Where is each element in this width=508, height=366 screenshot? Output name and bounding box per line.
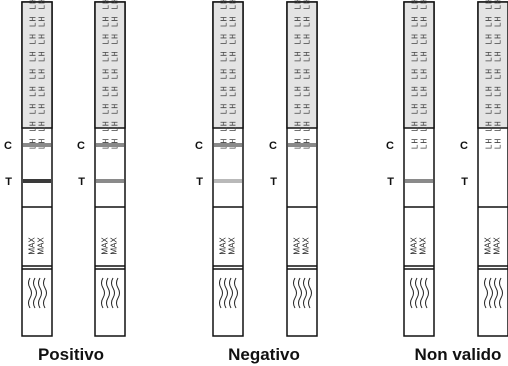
strip-header-text: LH LH LH LH LH LH LH LH LH LHLH LH LH LH…	[28, 0, 46, 149]
test-line	[405, 179, 433, 183]
test-strip: LH LH LH LH LH LH LH LH LH LHLH LH LH LH…	[269, 0, 318, 337]
test-strip: LH LH LH LH LH LH LH LH LH LHLH LH LH LH…	[460, 0, 508, 337]
control-line-label: C	[4, 140, 12, 152]
strip-header-text: LH LH LH LH LH LH LH LH LH LHLH LH LH LH…	[219, 0, 237, 149]
strip-header	[21, 1, 53, 129]
control-line	[288, 143, 316, 147]
strip-header	[286, 1, 318, 129]
test-line	[214, 179, 242, 183]
strip-max-text: MAXMAX	[410, 237, 428, 255]
test-line-label: T	[461, 176, 468, 188]
strip-header	[403, 1, 435, 129]
strip-header	[477, 1, 508, 129]
test-line-label: T	[270, 176, 277, 188]
test-line-label: T	[5, 176, 12, 188]
test-line-label: T	[387, 176, 394, 188]
absorbent-pad-waves-icon	[293, 277, 312, 309]
strip-max-text: MAXMAX	[293, 237, 311, 255]
strip-max-text: MAXMAX	[101, 237, 119, 255]
caption-positivo: Positivo	[37, 345, 105, 364]
test-strip: LH LH LH LH LH LH LH LH LH LHLH LH LH LH…	[386, 0, 435, 337]
test-line-label: T	[196, 176, 203, 188]
control-line	[23, 143, 51, 147]
caption-negativo: Negativo	[228, 345, 300, 364]
strip-max-text: MAXMAX	[28, 237, 46, 255]
control-line	[96, 143, 124, 147]
strip-header-text: LH LH LH LH LH LH LH LH LH LHLH LH LH LH…	[410, 0, 428, 149]
absorbent-pad-waves-icon	[219, 277, 238, 309]
control-line-label: C	[460, 140, 468, 152]
test-strip: LH LH LH LH LH LH LH LH LH LHLH LH LH LH…	[195, 0, 244, 337]
strip-header-text: LH LH LH LH LH LH LH LH LH LHLH LH LH LH…	[101, 0, 119, 149]
strip-header-text: LH LH LH LH LH LH LH LH LH LHLH LH LH LH…	[484, 0, 502, 149]
test-line-label: T	[78, 176, 85, 188]
test-strip: LH LH LH LH LH LH LH LH LH LHLH LH LH LH…	[77, 0, 126, 337]
strip-max-text: MAXMAX	[219, 237, 237, 255]
control-line	[214, 143, 242, 147]
strip-header	[212, 1, 244, 129]
absorbent-pad-waves-icon	[410, 277, 429, 309]
control-line-label: C	[195, 140, 203, 152]
test-line	[96, 179, 124, 183]
absorbent-pad-waves-icon	[484, 277, 503, 309]
absorbent-pad-waves-icon	[28, 277, 47, 309]
test-line	[23, 179, 51, 183]
test-strip: LH LH LH LH LH LH LH LH LH LHLH LH LH LH…	[4, 0, 53, 337]
strip-header-text: LH LH LH LH LH LH LH LH LH LHLH LH LH LH…	[293, 0, 311, 149]
control-line-label: C	[269, 140, 277, 152]
strip-header	[94, 1, 126, 129]
strip-max-text: MAXMAX	[484, 237, 502, 255]
control-line-label: C	[386, 140, 394, 152]
caption-non-valido: Non valido	[414, 345, 502, 364]
control-line-label: C	[77, 140, 85, 152]
absorbent-pad-waves-icon	[101, 277, 120, 309]
